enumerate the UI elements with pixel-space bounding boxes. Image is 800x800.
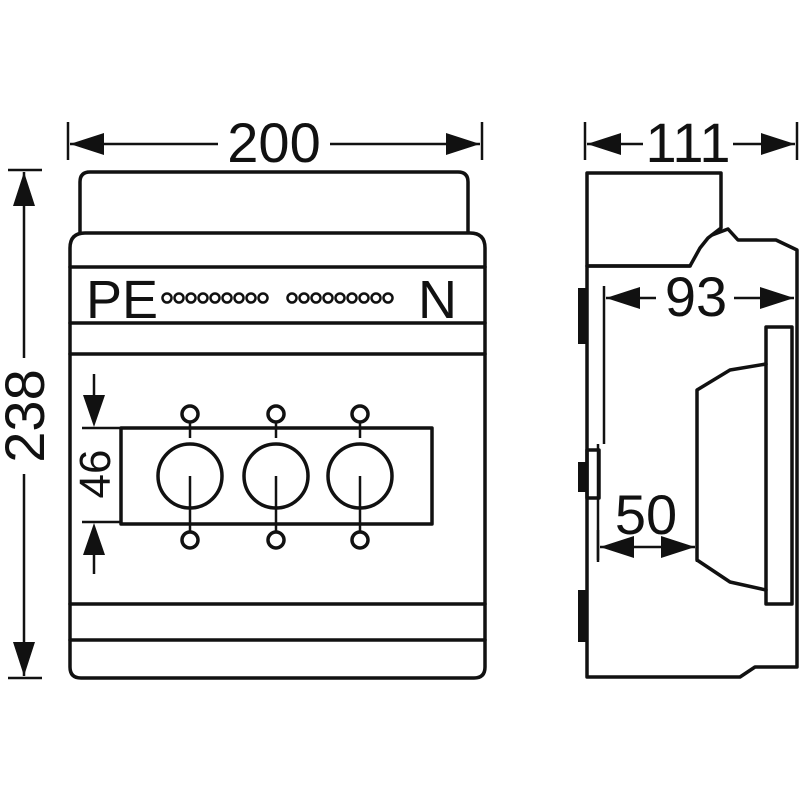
- terminal-dot: [221, 292, 233, 304]
- side-front-door: [764, 325, 794, 606]
- mounting-clip: [585, 448, 601, 500]
- dimension-cutout-height: 46: [71, 374, 120, 574]
- terminal-dot: [197, 292, 209, 304]
- terminal-dot: [173, 292, 185, 304]
- terminal-dot: [185, 292, 197, 304]
- device-top-terminal: [266, 404, 286, 424]
- dimension-depth: 111: [583, 111, 799, 174]
- side-module-profile: [695, 362, 768, 592]
- device-module: [242, 404, 310, 550]
- arrowhead: [83, 395, 105, 427]
- arrowhead: [606, 287, 640, 309]
- arrowhead: [600, 536, 634, 558]
- terminal-dot: [298, 292, 310, 304]
- device-top-terminal: [180, 404, 200, 424]
- terminal-dot: [310, 292, 322, 304]
- depth-value: 111: [645, 111, 730, 174]
- arrowhead: [70, 133, 104, 155]
- terminal-dot: [334, 292, 346, 304]
- terminal-dot: [161, 292, 173, 304]
- device-top-terminal: [350, 404, 370, 424]
- n-label: N: [418, 270, 457, 330]
- width-value: 200: [227, 111, 320, 174]
- front-depth-value: 50: [615, 483, 677, 546]
- front-top-lid: [78, 170, 470, 234]
- mounting-tab: [578, 590, 587, 642]
- side-outline: [585, 171, 723, 268]
- terminal-dot: [209, 292, 221, 304]
- arrowhead: [13, 172, 35, 206]
- front-main-body: [68, 231, 487, 680]
- dimension-inner-depth: 93: [606, 265, 794, 328]
- terminal-dot: [286, 292, 298, 304]
- front-view: PE N: [68, 170, 487, 680]
- n-terminal-row: [286, 292, 394, 304]
- terminal-dot: [358, 292, 370, 304]
- mounting-tab: [578, 462, 587, 492]
- dimension-front-depth: 50: [596, 483, 699, 562]
- arrowhead: [13, 642, 35, 676]
- cutout-height-value: 46: [71, 450, 120, 499]
- dimension-width: 200: [66, 111, 484, 174]
- side-view: [578, 171, 799, 679]
- device-module: [326, 404, 394, 550]
- device-bottom-terminal: [180, 530, 200, 550]
- inner-depth-value: 93: [665, 265, 727, 328]
- terminal-dot: [382, 292, 394, 304]
- device-bottom-terminal: [350, 530, 370, 550]
- side-body-outline: [585, 227, 799, 679]
- arrowhead: [83, 523, 105, 555]
- arrowhead: [661, 536, 695, 558]
- dimension-height: 238: [0, 168, 56, 680]
- arrowhead: [446, 133, 480, 155]
- arrowhead: [587, 133, 621, 155]
- arrowhead: [761, 133, 795, 155]
- arrowhead: [760, 287, 794, 309]
- mounting-tab: [578, 288, 587, 344]
- terminal-dot: [257, 292, 269, 304]
- device-bottom-terminal: [266, 530, 286, 550]
- device-module: [156, 404, 224, 550]
- terminal-dot: [322, 292, 334, 304]
- pe-terminal-row: [161, 292, 269, 304]
- terminal-dot: [346, 292, 358, 304]
- terminal-dot: [245, 292, 257, 304]
- terminal-dot: [233, 292, 245, 304]
- terminal-dot: [370, 292, 382, 304]
- height-value: 238: [0, 369, 56, 462]
- pe-label: PE: [86, 270, 158, 330]
